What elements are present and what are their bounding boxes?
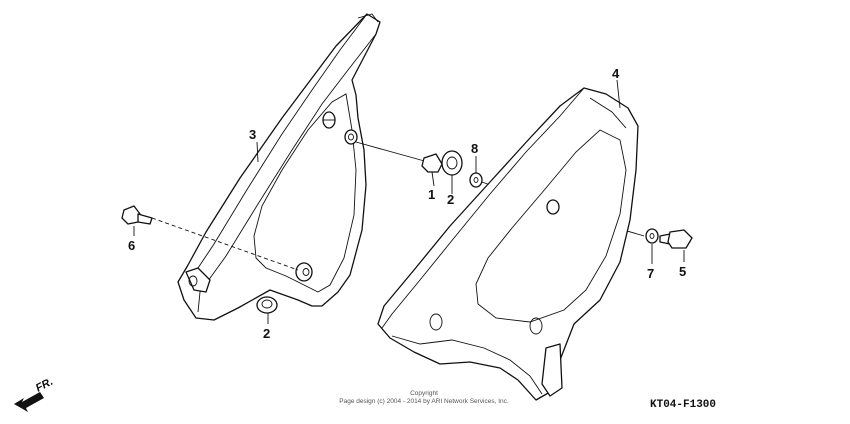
callout-1: 1 bbox=[428, 187, 435, 202]
callout-5: 5 bbox=[679, 264, 686, 279]
copyright-line-2: Page design (c) 2004 - 2014 by ARI Netwo… bbox=[339, 398, 509, 405]
callout-8: 8 bbox=[471, 141, 478, 156]
leader-3 bbox=[256, 141, 259, 163]
callout-3: 3 bbox=[249, 127, 256, 142]
grommet-2-upper bbox=[441, 150, 463, 176]
callout-2-lower: 2 bbox=[263, 326, 270, 341]
left-side-cover bbox=[177, 13, 381, 321]
callout-4: 4 bbox=[612, 66, 620, 81]
bolt-5 bbox=[659, 229, 693, 249]
assembly-line-upper bbox=[355, 141, 429, 163]
bolt-6 bbox=[121, 205, 153, 225]
callout-7: 7 bbox=[647, 266, 654, 281]
leader-4 bbox=[616, 79, 621, 109]
grommet-2-lower bbox=[256, 296, 278, 314]
front-direction-label: FR. bbox=[34, 376, 55, 395]
leader-1 bbox=[431, 171, 435, 187]
diagram-code: KT04-F1300 bbox=[650, 399, 716, 411]
copyright-line-1: Copyright bbox=[410, 390, 438, 397]
callout-2-upper: 2 bbox=[447, 192, 454, 207]
assembly-line-bolt-6 bbox=[151, 217, 299, 271]
collar-1 bbox=[421, 153, 443, 173]
front-direction-arrow-icon: FR. bbox=[14, 376, 55, 412]
washer-7 bbox=[645, 228, 659, 244]
washer-8 bbox=[469, 172, 483, 188]
right-side-cover bbox=[377, 87, 639, 401]
callout-6: 6 bbox=[128, 238, 135, 253]
